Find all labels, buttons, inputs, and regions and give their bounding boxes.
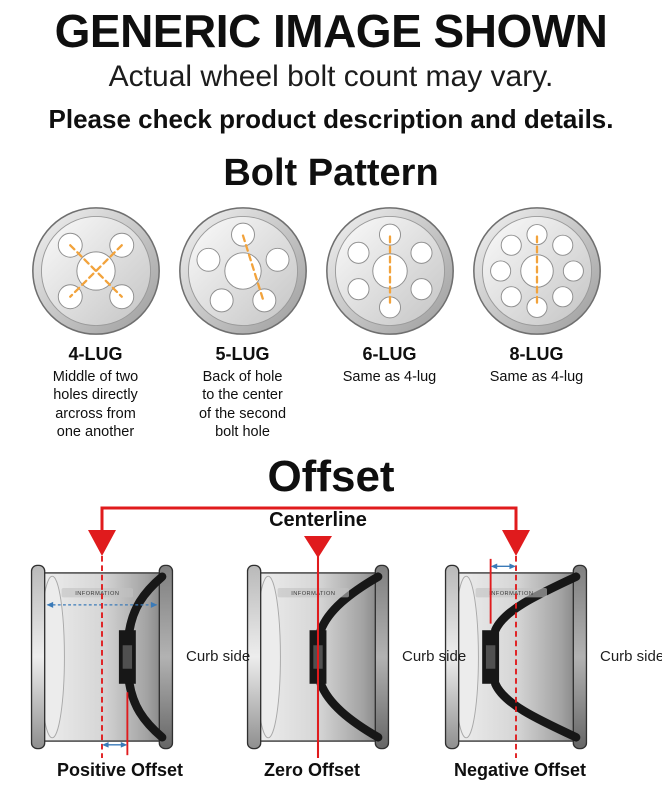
curb-side-label-3: Curb side <box>600 648 662 665</box>
centerline-connector-line <box>100 506 518 530</box>
4-lug-wheel-diagram <box>31 207 160 335</box>
lug-holes <box>489 224 584 318</box>
bolt-pattern-item-4lug: 4-LUG Middle of two holes directly arcro… <box>22 204 169 441</box>
negative-offset-label: Negative Offset <box>453 760 587 780</box>
wheel-spokes <box>118 572 167 742</box>
offset-measure-arrow <box>490 563 516 570</box>
bolt-pattern-item-5lug: 5-LUG Back of hole to the center of the … <box>169 204 316 441</box>
barrel-info-text: INFORMATION <box>489 591 533 597</box>
positive-offset-wheel-diagram: INFORMATION <box>30 556 174 758</box>
offset-measure-arrow <box>102 742 128 748</box>
measurement-dashes <box>68 244 123 298</box>
center-bore <box>223 252 262 290</box>
lug-label-6: 6-LUG <box>362 344 417 364</box>
offset-heading: Offset <box>267 452 395 501</box>
bolt-pattern-item-6lug: 6-LUG Same as 4-lug <box>316 204 463 441</box>
zero-offset-label: Zero Offset <box>263 760 360 780</box>
8-lug-wheel-diagram <box>472 207 601 335</box>
centerline-triangle-right <box>502 530 530 556</box>
centerline-triangle-left <box>88 530 116 556</box>
barrel-info-text: INFORMATION <box>75 591 119 597</box>
lug-label-8: 8-LUG <box>509 344 564 364</box>
wheel-spokes <box>482 572 581 742</box>
centerline-marker-graphic <box>88 506 530 558</box>
bolt-pattern-row: 4-LUG Middle of two holes directly arcro… <box>0 204 662 441</box>
measurement-dashes <box>241 234 264 301</box>
bolt-pattern-heading: Bolt Pattern <box>223 152 439 194</box>
5-lug-wheel-diagram <box>178 207 307 335</box>
page-note: Please check product description and det… <box>48 104 614 134</box>
lug-label-4: 4-LUG <box>68 344 123 364</box>
barrel-info-text: INFORMATION <box>291 591 335 597</box>
lug-holes <box>195 222 290 313</box>
centerline-label: Centerline <box>269 509 367 531</box>
positive-offset-label: Positive Offset <box>56 760 184 780</box>
6-lug-wheel-diagram <box>325 207 454 335</box>
negative-offset-wheel-diagram: INFORMATION <box>444 556 588 758</box>
lug-description-5: Back of hole to the center of the second… <box>198 369 287 440</box>
page-title: GENERIC IMAGE SHOWN <box>54 5 608 57</box>
curb-side-label-1: Curb side <box>186 648 251 665</box>
centerline-triangle-middle <box>304 536 332 558</box>
curb-side-label-2: Curb side <box>402 648 467 665</box>
lug-description-6: Same as 4-lug <box>342 369 437 385</box>
lug-description-4: Middle of two holes directly arcross fro… <box>52 369 139 440</box>
lug-holes <box>347 223 432 319</box>
wheel-barrel <box>444 564 588 750</box>
page-subtitle: Actual wheel bolt count may vary. <box>108 60 554 93</box>
lug-description-8: Same as 4-lug <box>489 369 584 385</box>
lug-label-5: 5-LUG <box>215 344 270 364</box>
zero-offset-wheel-diagram: INFORMATION <box>246 556 390 758</box>
bolt-pattern-item-8lug: 8-LUG Same as 4-lug <box>463 204 610 441</box>
